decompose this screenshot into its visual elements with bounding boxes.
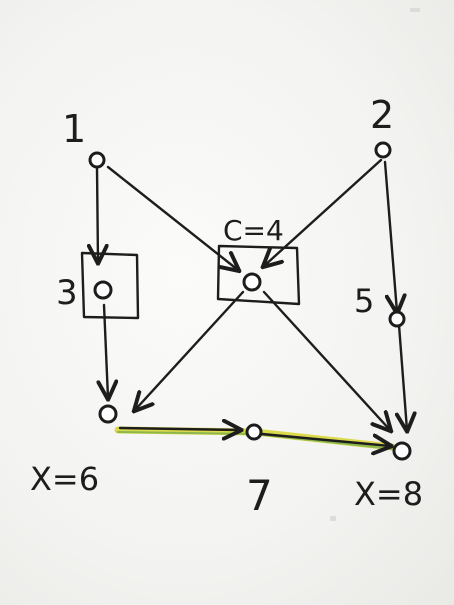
node-c4-circle — [242, 272, 262, 292]
label-node-1: 1 — [62, 107, 86, 151]
label-node-7: 7 — [246, 471, 273, 520]
label-node-c4: C=4 — [223, 214, 284, 247]
node-x6-circle — [98, 404, 118, 424]
edge-1-to-3 — [97, 166, 98, 262]
node-2-circle — [374, 141, 392, 159]
label-node-x8: X=8 — [354, 475, 423, 513]
smudge — [410, 8, 420, 12]
box-node-3 — [80, 251, 140, 320]
edge-1-to-4 — [106, 165, 238, 270]
label-node-2: 2 — [370, 93, 394, 137]
edge-5-to-8 — [399, 323, 407, 430]
edge-7-to-8 — [260, 432, 390, 446]
edge-3-to-6 — [104, 303, 108, 398]
edge-4-to-6 — [135, 290, 245, 410]
node-7-circle — [245, 423, 263, 441]
node-5-circle — [388, 310, 406, 328]
label-node-3: 3 — [56, 273, 78, 313]
node-x8-circle — [392, 441, 412, 461]
node-3-circle — [93, 280, 113, 300]
label-node-5: 5 — [354, 282, 374, 320]
smudge — [330, 516, 336, 521]
edge-6-to-7 — [118, 428, 240, 430]
edge-2-to-5 — [383, 160, 397, 312]
edge-2-to-4 — [264, 158, 383, 266]
box-node-c4 — [216, 244, 301, 306]
label-node-x6: X=6 — [30, 460, 99, 498]
edge-4-to-8 — [262, 290, 390, 430]
node-1-circle — [88, 151, 106, 169]
